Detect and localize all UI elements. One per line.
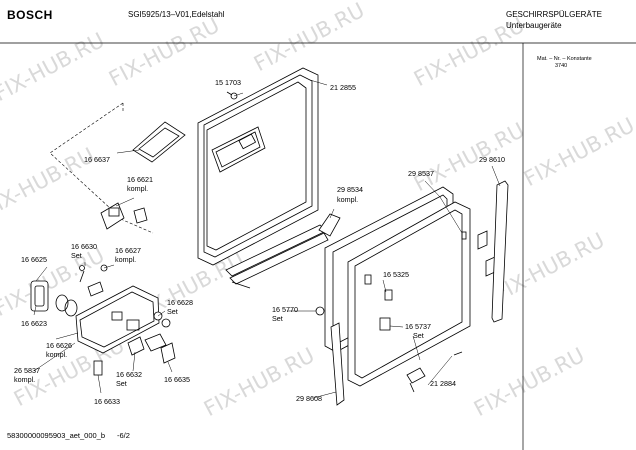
switch bbox=[30, 280, 78, 317]
part-label: 16 5770 bbox=[272, 305, 298, 314]
part-label: 16 6627 bbox=[115, 246, 141, 255]
part-label: 16 5737 bbox=[405, 322, 431, 331]
part-note: Set bbox=[71, 251, 82, 260]
page-number: -6/2 bbox=[117, 431, 130, 440]
side-profile-right bbox=[491, 180, 509, 323]
part-note: Set bbox=[116, 379, 127, 388]
part-label: 16 6628 bbox=[167, 298, 193, 307]
brand-logo-text: BOSCH bbox=[7, 8, 53, 22]
bracket bbox=[318, 213, 341, 237]
part-label: 29 8608 bbox=[296, 394, 322, 403]
part-label: 29 8537 bbox=[408, 169, 434, 178]
handle-module bbox=[100, 202, 148, 230]
part-label: 16 6635 bbox=[164, 375, 190, 384]
side-profile-left bbox=[330, 322, 345, 406]
part-label: 16 5325 bbox=[383, 270, 409, 279]
part-note: Set bbox=[272, 314, 283, 323]
part-note: Set bbox=[413, 331, 424, 340]
part-label: 16 6621 bbox=[127, 175, 153, 184]
part-label: 16 6626 bbox=[46, 341, 72, 350]
part-label: 29 8610 bbox=[479, 155, 505, 164]
part-note: kompl. bbox=[127, 184, 149, 193]
outer-door-panel bbox=[324, 186, 496, 387]
part-label: 29 8534 bbox=[337, 185, 363, 194]
inner-door-panel bbox=[197, 67, 319, 266]
part-note: kompl. bbox=[14, 375, 36, 384]
part-label: 16 6633 bbox=[94, 397, 120, 406]
model-title: SGI5925/13–V01,Edelstahl bbox=[128, 10, 225, 19]
subcategory-title: Unterbaugeräte bbox=[506, 21, 562, 30]
part-label: 16 6630 bbox=[71, 242, 97, 251]
part-note: Set bbox=[167, 307, 178, 316]
part-label: 16 6637 bbox=[84, 155, 110, 164]
part-label: 16 6632 bbox=[116, 370, 142, 379]
lower-small-parts bbox=[93, 333, 176, 376]
part-note: kompl. bbox=[46, 350, 68, 359]
part-label: 21 2855 bbox=[330, 83, 356, 92]
part-label: 21 2884 bbox=[430, 379, 456, 388]
part-label: 16 6623 bbox=[21, 319, 47, 328]
material-note-value: 3740 bbox=[555, 63, 568, 69]
gasket-frame bbox=[132, 121, 186, 163]
part-label: 16 6625 bbox=[21, 255, 47, 264]
category-title: GESCHIRRSPÜLGERÄTE bbox=[506, 10, 603, 19]
control-panel bbox=[75, 285, 160, 354]
part-label: 15 1703 bbox=[215, 78, 241, 87]
part-note: kompl. bbox=[115, 255, 137, 264]
document-code: 58300000095903_aet_000_b bbox=[7, 431, 106, 440]
part-label: 26 5837 bbox=[14, 366, 40, 375]
clip bbox=[315, 306, 325, 316]
hinge-spring bbox=[406, 351, 463, 393]
material-note-label: Mat. – Nr. – Konstante bbox=[537, 56, 592, 62]
part-note: kompl. bbox=[337, 195, 359, 204]
